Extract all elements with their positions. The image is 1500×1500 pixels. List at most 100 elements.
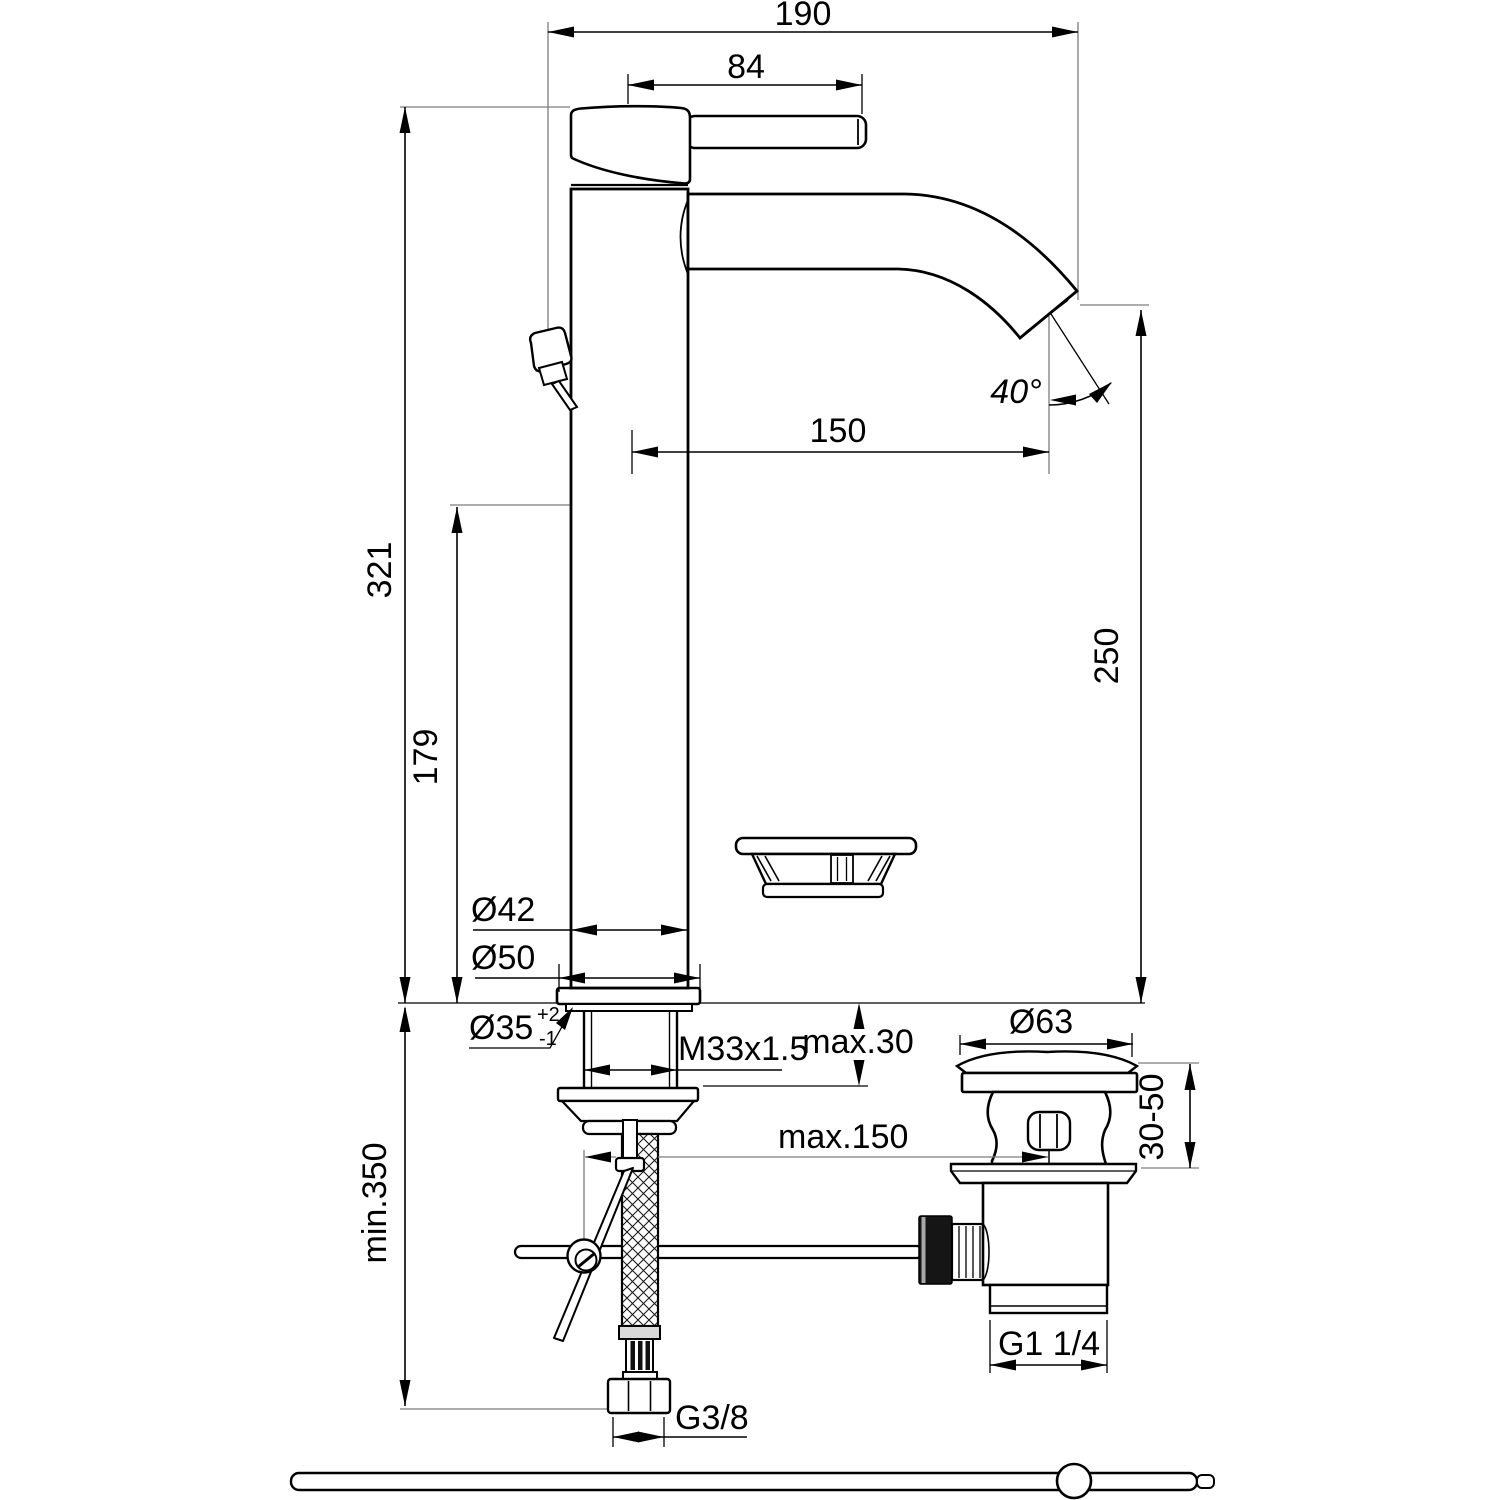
adjuster-knob-highlight	[921, 1217, 926, 1283]
hex-nut-facets	[627, 1381, 652, 1411]
arrowhead	[1135, 977, 1147, 1003]
dim-dia-waste-flange: Ø63	[959, 1003, 1133, 1057]
dim-spout-reach: 150	[631, 412, 1049, 474]
gasket-slot-lines	[836, 857, 848, 881]
dim-label-spout-reach: 150	[810, 412, 867, 450]
arrowhead	[836, 79, 862, 91]
arrowhead	[1023, 446, 1049, 458]
dim-label-dia-hole: Ø35	[469, 1009, 533, 1047]
arrowhead	[399, 1006, 411, 1032]
gasket-center-slot	[830, 854, 854, 884]
handle-cap	[569, 104, 692, 185]
arrowhead	[556, 1007, 573, 1030]
dim-label-hole-tol-upper: +2	[537, 1004, 560, 1026]
dim-label-dia-waste-flange: Ø63	[1009, 1003, 1073, 1041]
hose-rib-3	[645, 1341, 650, 1370]
dim-label-thread-shank: M33x1.5	[678, 1030, 808, 1068]
dim-label-lever-length: 84	[727, 48, 765, 86]
arrowhead	[613, 1431, 639, 1443]
arrowhead	[674, 972, 700, 984]
dim-height-outlet: 250	[1088, 310, 1147, 1003]
hose-hex-nut-g38	[606, 1377, 672, 1415]
mounting-nut-plate	[556, 1086, 700, 1103]
popup-waste-drain	[918, 1050, 1140, 1315]
arrowhead	[853, 1003, 865, 1029]
ball-joint-inner	[574, 1248, 598, 1272]
mounting-shank	[582, 1008, 679, 1091]
arrowhead	[1089, 382, 1112, 403]
dim-label-spout-angle: 40°	[990, 373, 1041, 411]
dim-label-waste-depth-range: 30-50	[1133, 1074, 1171, 1161]
adjuster-threaded-stub	[950, 1222, 985, 1282]
arrowhead	[585, 1151, 611, 1163]
dim-label-rod-reach: max.150	[778, 1118, 908, 1156]
waste-thread-g114	[988, 1283, 1109, 1315]
dim-spout-angle: 40°	[990, 313, 1112, 411]
dim-label-overall-depth: 190	[775, 0, 832, 33]
arrowhead	[571, 924, 597, 936]
dim-dia-hole: Ø35 +2 -1	[469, 1004, 573, 1050]
dim-waste-depth-range: 30-50	[1133, 1064, 1196, 1168]
dim-label-thread-supply: G3/8	[675, 1399, 749, 1437]
waste-body-window	[1026, 1110, 1072, 1152]
gasket-base	[761, 882, 885, 899]
dim-height-body: 179	[407, 507, 463, 1003]
dim-label-hole-tol-lower: -1	[539, 1028, 557, 1050]
dim-dia-body: Ø42	[471, 891, 687, 936]
hose-rib-1	[630, 1341, 635, 1370]
arrowhead	[1107, 1038, 1133, 1050]
spout-aerator-line	[1025, 299, 1069, 333]
popup-knob	[528, 326, 573, 373]
under-deck-mounting	[556, 1008, 700, 1136]
arrowhead	[632, 446, 658, 458]
arrowhead	[1022, 1151, 1048, 1163]
tailpiece-fillet	[982, 1223, 990, 1281]
arrowhead	[399, 107, 411, 133]
arrowhead	[1052, 26, 1078, 38]
arrowhead	[628, 79, 654, 91]
handle-lever	[684, 114, 868, 150]
waste-lower-flange	[949, 1162, 1138, 1185]
waste-window-lines	[1039, 1114, 1058, 1148]
arrowhead	[990, 1359, 1016, 1371]
dim-lever-length: 84	[627, 48, 863, 114]
shank-inner-lines	[590, 1012, 671, 1087]
dim-label-deck-thickness: max.30	[802, 1023, 914, 1061]
arrowhead	[1184, 1064, 1196, 1090]
arrowhead	[960, 1038, 986, 1050]
gasket-top-plate	[734, 836, 918, 856]
faucet	[528, 104, 1079, 1012]
dim-label-thread-waste: G1 1/4	[998, 1325, 1100, 1363]
arrowhead	[1135, 310, 1147, 336]
mounting-nut-bell	[559, 1099, 697, 1123]
hose-collar	[618, 1325, 661, 1340]
supply-hose	[606, 1132, 672, 1415]
arrowhead	[661, 924, 687, 936]
arrowhead	[559, 972, 585, 984]
arrowhead	[584, 1064, 610, 1076]
dim-height-total: 321	[361, 107, 411, 1003]
waste-tailpiece	[981, 1181, 1110, 1287]
dim-label-dia-base: Ø50	[471, 939, 535, 977]
operating-rod-tip	[1196, 1474, 1215, 1489]
arrowhead	[853, 1060, 865, 1086]
arrowhead	[651, 1064, 677, 1076]
arrowhead	[1050, 394, 1076, 406]
arrowhead	[638, 1431, 664, 1443]
spout	[686, 192, 1079, 340]
pull-rod-upper	[622, 1119, 638, 1161]
mounting-gasket	[734, 836, 918, 899]
arrowhead	[1184, 1142, 1196, 1168]
dim-deck-thickness: max.30	[703, 1003, 914, 1087]
waste-flange	[960, 1071, 1139, 1094]
arrowhead	[451, 507, 463, 533]
base-flange	[555, 986, 702, 1006]
ball-joint-screw-slot	[577, 1251, 596, 1269]
dim-rod-reach: max.150	[585, 1118, 1048, 1163]
base-flange-lip	[565, 1003, 693, 1012]
dim-label-height-body: 179	[407, 729, 445, 786]
popup-knob-stem	[550, 379, 579, 412]
popup-knob-collar	[537, 360, 569, 387]
dim-label-dia-body: Ø42	[471, 891, 535, 929]
